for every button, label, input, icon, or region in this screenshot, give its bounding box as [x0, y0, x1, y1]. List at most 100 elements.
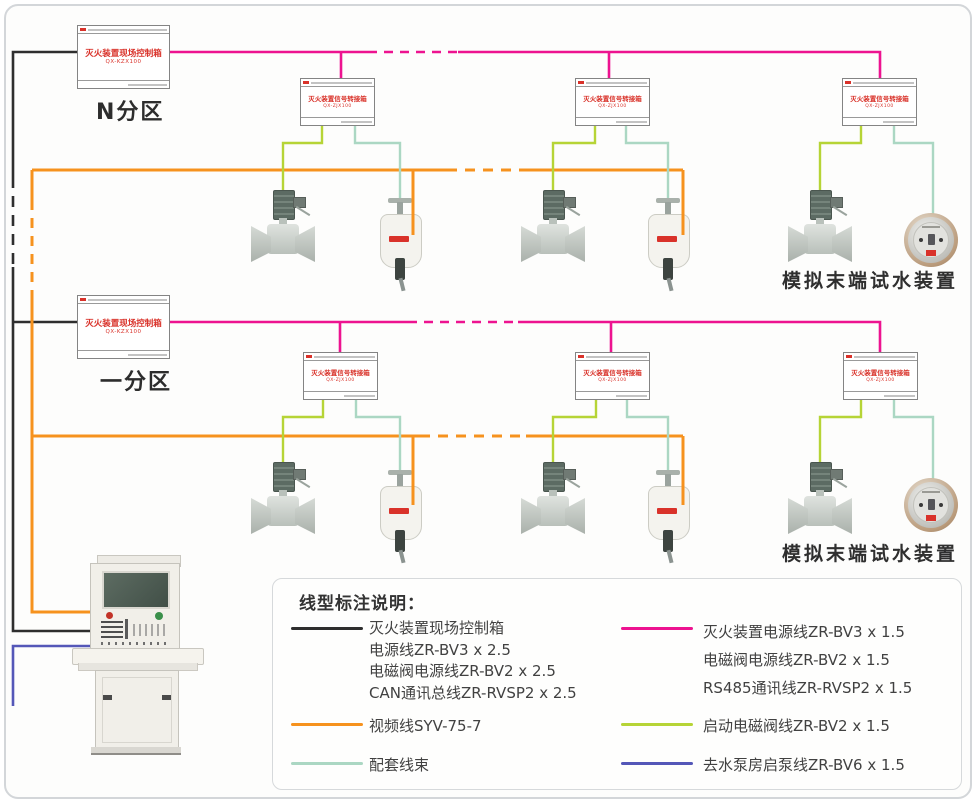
- solenoid-valve: [521, 188, 585, 264]
- legend-line: 启动电磁阀线ZR-BV2 x 1.5: [703, 717, 890, 735]
- brand-text-bar: [88, 28, 167, 31]
- control-console: [70, 555, 205, 755]
- valve-flange-right: [295, 226, 315, 262]
- device-pin: [666, 277, 674, 292]
- console-pedestal: [95, 670, 179, 749]
- signal-box-model: QX-ZJX100: [326, 377, 355, 383]
- valve-stem: [279, 218, 287, 226]
- end-test-device: [904, 213, 958, 267]
- footer-text-bar: [127, 83, 167, 86]
- box-header: [78, 296, 169, 304]
- suppression-device: [646, 196, 690, 292]
- box-header: [576, 79, 649, 87]
- box-footer: [843, 117, 916, 125]
- footer-text-bar: [615, 394, 647, 397]
- console-base: [91, 747, 181, 755]
- suppression-device: [646, 468, 690, 564]
- brand-logo-icon: [845, 80, 851, 85]
- legend-swatch-blue: [621, 762, 693, 765]
- legend-line: 配套线束: [369, 756, 430, 774]
- valve-flange-left: [251, 226, 271, 262]
- signal-box-title: 灭火装置信号转接箱: [308, 95, 367, 104]
- signal-box-title: 灭火装置信号转接箱: [311, 369, 370, 378]
- valve-stem: [549, 490, 557, 498]
- valve-body: [267, 496, 299, 526]
- valve-coil: [543, 190, 565, 220]
- brand-text-bar: [88, 298, 167, 301]
- green-button: [155, 612, 163, 620]
- box-footer: [844, 391, 917, 399]
- legend-entry-black: 灭火装置现场控制箱 电源线ZR-BV3 x 2.5 电磁阀电源线ZR-BV2 x…: [369, 618, 577, 704]
- brand-text-bar: [314, 355, 375, 358]
- device-red-label: [657, 508, 677, 514]
- brand-logo-icon: [578, 354, 584, 359]
- zone-1-label: 一分区: [100, 370, 173, 395]
- valve-stem: [816, 490, 824, 498]
- signal-box-title: 灭火装置信号转接箱: [851, 369, 910, 378]
- legend-line: 去水泵房启泵线ZR-BV6 x 1.5: [703, 756, 905, 774]
- box-body: 灭火装置现场控制箱 QX-KZX100: [78, 34, 169, 80]
- console-screen: [102, 571, 170, 609]
- legend-swatch-black: [291, 627, 363, 630]
- brand-logo-icon: [80, 297, 86, 302]
- valve-body: [804, 224, 836, 254]
- end-test-device: [904, 478, 958, 532]
- valve-body: [804, 496, 836, 526]
- box-header: [301, 79, 374, 87]
- box-footer: [576, 117, 649, 125]
- brand-logo-icon: [846, 354, 852, 359]
- device-microtext-bar: [922, 491, 940, 493]
- legend-entry-pink: 灭火装置电源线ZR-BV3 x 1.5 电磁阀电源线ZR-BV2 x 1.5 R…: [703, 618, 912, 702]
- device-microtext-bar: [922, 226, 940, 228]
- box-footer: [576, 391, 649, 399]
- signal-box-title: 灭火装置信号转接箱: [850, 95, 909, 104]
- solenoid-valve: [521, 460, 585, 536]
- valve-coil: [273, 462, 295, 492]
- solenoid-valve: [251, 460, 315, 536]
- box-body: 灭火装置现场控制箱 QX-KZX100: [78, 304, 169, 350]
- box-header: [304, 353, 377, 361]
- field-control-box-title: 灭火装置现场控制箱: [85, 318, 162, 329]
- valve-stem: [816, 218, 824, 226]
- legend-line: 灭火装置电源线ZR-BV3 x 1.5: [703, 623, 905, 641]
- valve-flange-right: [565, 498, 585, 534]
- end-test-device-label: 模拟末端试水装置: [782, 270, 959, 292]
- suppression-device: [378, 196, 422, 292]
- legend-entry-orange: 视频线SYV-75-7: [369, 715, 482, 736]
- device-dot: [919, 238, 923, 242]
- legend-entry-green: 启动电磁阀线ZR-BV2 x 1.5: [703, 715, 890, 736]
- footer-text-bar: [882, 120, 914, 123]
- legend-line: 电磁阀电源线ZR-BV2 x 1.5: [703, 651, 890, 669]
- valve-flange-left: [788, 498, 808, 534]
- signal-box-model: QX-ZJX100: [866, 377, 895, 383]
- device-nozzle-cap: [656, 470, 680, 475]
- solenoid-valve: [788, 188, 852, 264]
- device-red-label: [926, 515, 936, 521]
- signal-box-model: QX-ZJX100: [598, 103, 627, 109]
- legend-title: 线型标注说明：: [299, 594, 425, 614]
- box-header: [844, 353, 917, 361]
- valve-coil: [273, 190, 295, 220]
- footer-text-bar: [340, 120, 372, 123]
- box-header: [843, 79, 916, 87]
- end-test-device-label: 模拟末端试水装置: [782, 543, 959, 565]
- device-slot: [928, 234, 935, 245]
- legend-swatch-pink: [621, 627, 693, 630]
- solenoid-valve: [788, 460, 852, 536]
- footer-text-bar: [883, 394, 915, 397]
- valve-body: [537, 224, 569, 254]
- console-button-row: [101, 642, 169, 645]
- legend-entry-teal: 配套线束: [369, 754, 429, 775]
- device-nozzle-stem: [665, 202, 671, 216]
- legend-line: 电磁阀电源线ZR-BV2 x 2.5: [369, 662, 556, 680]
- valve-coil: [810, 462, 832, 492]
- device-red-label: [657, 236, 677, 242]
- device-pin: [398, 549, 406, 564]
- console-monitor: [90, 563, 180, 649]
